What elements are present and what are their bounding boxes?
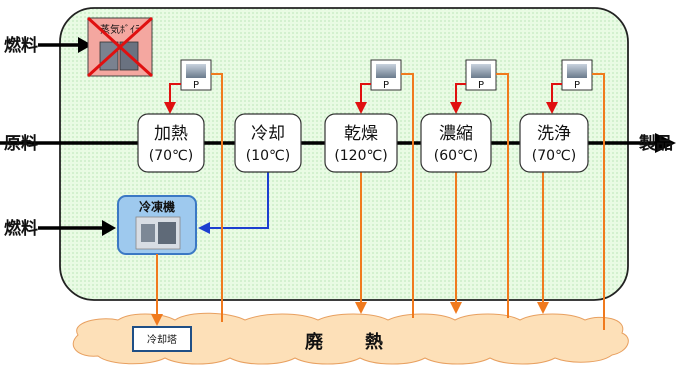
process-washing: 洗浄 (70℃) (519, 113, 589, 173)
fuel-bottom-label: 燃料 (4, 218, 38, 239)
product-label: 製品 (638, 133, 673, 154)
waste-heat-line (496, 73, 509, 318)
process-drying: 乾燥 (120℃) (324, 113, 398, 173)
process-temp: (70℃) (149, 148, 193, 164)
steam-boiler: 蒸気ﾎﾞｲﾗ (86, 16, 154, 78)
heat-supply-arrow (355, 83, 371, 114)
process-cooling: 冷却 (10℃) (234, 113, 302, 173)
waste-heat-line (211, 73, 223, 322)
waste-heat-cloud: 廃 熱 (72, 312, 629, 365)
pump-label: P (383, 80, 389, 91)
waste-heat-line (401, 73, 414, 318)
process-name: 冷却 (251, 124, 285, 144)
process-temp: (70℃) (532, 148, 576, 164)
heat-pump-unit: P (465, 59, 497, 91)
process-concentration: 濃縮 (60℃) (420, 113, 492, 173)
fuel-top-label: 燃料 (4, 35, 38, 56)
raw-material-label: 原料 (4, 133, 38, 154)
process-name: 乾燥 (344, 124, 378, 144)
pump-label: P (574, 80, 580, 91)
cooling-tower-label: 冷却塔 (147, 333, 177, 346)
heat-supply-arrow (450, 83, 466, 114)
process-name: 加熱 (154, 124, 188, 144)
cooling-return-flow (198, 168, 269, 234)
heat-supply-arrow (164, 83, 181, 114)
heat-pump-unit: P (370, 59, 402, 91)
process-heating: 加熱 (70℃) (137, 113, 205, 173)
cross-out-line (86, 16, 154, 78)
process-temp: (60℃) (434, 148, 478, 164)
waste-heat-line (592, 73, 605, 330)
heat-pump-unit: P (180, 59, 212, 91)
pump-label: P (193, 80, 199, 91)
process-temp: (120℃) (334, 148, 387, 164)
process-name: 濃縮 (439, 124, 473, 144)
heat-supply-arrow (546, 83, 562, 114)
boiler-label: 蒸気ﾎﾞｲﾗ (100, 23, 140, 36)
process-name: 洗浄 (537, 124, 571, 144)
heat-pump-unit: P (561, 59, 593, 91)
chiller-label: 冷凍機 (139, 199, 175, 214)
chiller: 冷凍機 (117, 195, 197, 255)
process-temp: (10℃) (246, 148, 290, 164)
product-arrowhead (655, 133, 676, 153)
waste-heat-label: 廃 熱 (305, 331, 385, 353)
pump-label: P (478, 80, 484, 91)
cooling-tower: 冷却塔 (132, 326, 192, 352)
